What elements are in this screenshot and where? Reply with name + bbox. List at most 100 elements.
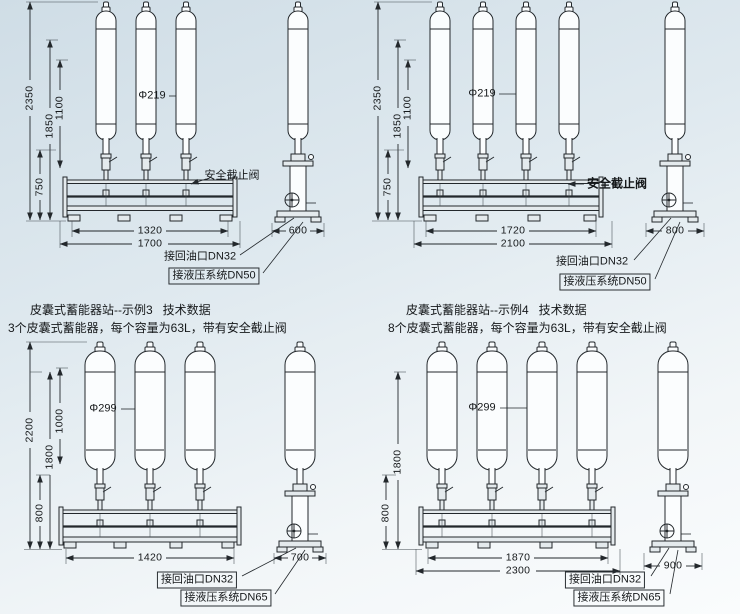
dim-label-front-width-outer: 1700: [137, 237, 163, 250]
accumulator-tank: [135, 1, 157, 155]
leader-lines: [499, 93, 681, 280]
accumulator-tank: [515, 1, 537, 155]
station-diagram-lower-left: 2200 800 1800 1000 1420 700 Φ299 接回油口DN3…: [0, 338, 370, 614]
handwheel-valve-icon: [661, 192, 677, 208]
dimension-lines: [24, 341, 327, 564]
accumulator-tank: [284, 341, 316, 485]
dim-label-side-width: 800: [665, 224, 685, 237]
valve-assembly: [477, 153, 495, 181]
valve-assembly: [194, 483, 212, 511]
dim-label-side-width: 700: [290, 551, 310, 564]
dim-label-base-height: 800: [379, 503, 392, 523]
dimension-lines: [372, 1, 705, 248]
accumulator-tank: [175, 1, 197, 155]
valve-assembly: [486, 483, 504, 511]
valve-assembly: [563, 153, 581, 181]
caption-description: 3个皮囊式蓄能器，每个容量为63L，带有安全截止阀: [8, 321, 287, 335]
valve-assembly: [434, 153, 452, 181]
valve-assembly: [520, 153, 538, 181]
line-art: [26, 1, 325, 274]
gauge-icon: [308, 154, 314, 160]
accumulator-tank: [664, 1, 686, 155]
accumulator-tank: [95, 1, 117, 155]
neck-valve: [292, 483, 308, 492]
accumulator-tank: [472, 1, 494, 155]
gauge-icon: [683, 484, 689, 490]
accumulator-tank: [558, 1, 580, 155]
gauge-icon: [685, 154, 691, 160]
station-diagram-lower-right: 1800 800 1870 2300 900 Φ299 接回油口DN32 接液压…: [370, 338, 740, 614]
frame: [62, 176, 238, 222]
frame: [418, 506, 616, 549]
valve-assembly: [586, 483, 604, 511]
dim-label-tank-height: 1800: [391, 449, 404, 475]
line-art: [382, 341, 703, 595]
dim-label-upper: 1000: [53, 408, 66, 434]
dim-label-base-height: 800: [33, 503, 46, 523]
side-view: [276, 341, 324, 553]
side-view: [651, 1, 699, 223]
dim-label-front-width-inner: 1720: [500, 224, 526, 237]
port-label-system: 接液压系统DN50: [559, 273, 651, 291]
valve-assembly: [436, 483, 454, 511]
leader-lines: [169, 95, 304, 274]
diameter-label: Φ219: [468, 87, 496, 100]
accumulator-tank: [429, 1, 451, 155]
caption-title: 皮囊式蓄能器站--示例4 技术数据: [406, 303, 587, 317]
diameter-label: Φ219: [138, 89, 166, 102]
caption-description: 8个皮囊式蓄能器，每个容量为63L，带有安全截止阀: [388, 321, 667, 335]
leader-lines: [500, 407, 679, 595]
neck-valve: [665, 483, 681, 492]
safety-valve-label: 安全截止阀: [204, 169, 260, 182]
dim-label-total-height: 2350: [23, 85, 36, 111]
valve-assembly: [140, 153, 158, 181]
side-view: [274, 1, 322, 223]
line-art: [372, 1, 705, 280]
dim-label-total-height: 2200: [23, 417, 36, 443]
diameter-label: Φ299: [89, 402, 117, 415]
caption-title: 皮囊式蓄能器站--示例3 技术数据: [30, 303, 211, 317]
dim-label-base-height: 750: [381, 177, 394, 197]
station-diagram-example3: 2350 750 1850 1100 1320 1700 600 Φ219 安全…: [0, 0, 370, 338]
accumulator-tank: [184, 341, 216, 485]
front-view: [62, 1, 238, 222]
port-label-system: 接液压系统DN65: [573, 589, 665, 607]
valve-assembly: [536, 483, 554, 511]
neck-valve: [667, 153, 683, 162]
accumulator-tank: [134, 341, 166, 485]
leader-lines: [121, 408, 306, 595]
port-label-system: 接液压系统DN50: [168, 267, 260, 285]
port-label-system: 接液压系统DN65: [180, 589, 272, 607]
dim-label-upper: 1100: [401, 95, 414, 121]
handwheel-valve-icon: [659, 523, 675, 539]
dim-label-side-width: 600: [288, 224, 308, 237]
port-label-return: 接回油口DN32: [156, 571, 238, 589]
front-view: [418, 341, 616, 549]
front-view: [418, 1, 604, 222]
accumulator-tank: [426, 341, 458, 485]
valve-assembly: [180, 153, 198, 181]
handwheel-valve-icon: [286, 523, 302, 539]
gauge-icon: [310, 484, 316, 490]
dim-label-side-width: 900: [663, 559, 683, 572]
frame: [58, 506, 242, 549]
safety-valve-label: 安全截止阀: [586, 176, 648, 191]
station-diagram-example4: 2350 750 1850 1100 1720 2100 800 Φ219 安全…: [370, 0, 740, 338]
accumulator-tank: [576, 341, 608, 485]
side-view: [649, 341, 697, 553]
diameter-label: Φ299: [468, 401, 496, 414]
dimension-lines: [26, 1, 325, 248]
dim-label-total-height: 2350: [371, 85, 384, 111]
neck-valve: [290, 153, 306, 162]
dim-label-front-width-outer: 2100: [500, 237, 526, 250]
dim-label-front-width-outer: 2300: [505, 564, 531, 577]
dim-label-base-height: 750: [33, 177, 46, 197]
accumulator-tank: [526, 341, 558, 485]
front-view: [58, 341, 242, 549]
port-label-return: 接回油口DN32: [163, 250, 237, 263]
dim-label-front-width-inner: 1420: [137, 551, 163, 564]
port-label-return: 接回油口DN32: [564, 571, 646, 589]
frame: [418, 176, 604, 222]
dim-label-front-width-inner: 1320: [137, 224, 163, 237]
